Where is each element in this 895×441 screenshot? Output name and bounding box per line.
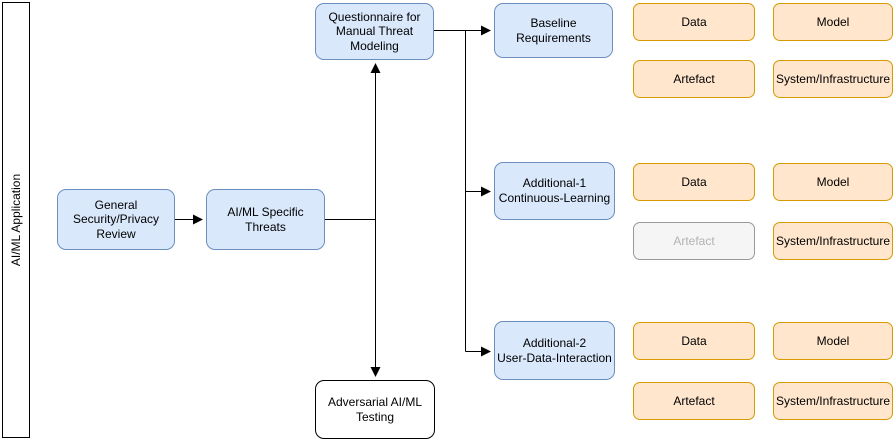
node-additional1-continuous-learning: Additional-1 Continuous-Learning: [494, 162, 615, 220]
node-general-security-privacy-review: General Security/Privacy Review: [57, 189, 175, 250]
node-label: General Security/Privacy Review: [72, 197, 160, 241]
category-label: Model: [816, 15, 850, 29]
node-label: Adversarial AI/ML Testing: [327, 394, 423, 424]
category-additional1-model: Model: [773, 163, 893, 201]
node-adversarial-aiml-testing: Adversarial AI/ML Testing: [315, 380, 435, 439]
category-label: Model: [816, 334, 850, 348]
category-additional1-system-infrastructure: System/Infrastructure: [773, 222, 893, 260]
category-additional2-model: Model: [773, 322, 893, 360]
node-label: Baseline Requirements: [516, 15, 591, 45]
category-baseline-system-infrastructure: System/Infrastructure: [773, 60, 893, 98]
category-label: Artefact: [673, 234, 715, 248]
category-label: Model: [816, 175, 850, 189]
category-label: Data: [681, 15, 707, 29]
category-label: Data: [681, 175, 707, 189]
category-additional1-artefact-inactive: Artefact: [633, 222, 755, 260]
node-baseline-requirements: Baseline Requirements: [494, 3, 613, 58]
category-baseline-model: Model: [773, 3, 893, 41]
node-questionnaire-manual-threat-modeling: Questionnaire for Manual Threat Modeling: [315, 3, 434, 60]
category-baseline-artefact: Artefact: [633, 60, 755, 98]
category-baseline-data: Data: [633, 3, 755, 41]
node-aiml-specific-threats: AI/ML Specific Threats: [206, 189, 325, 250]
category-label: System/Infrastructure: [775, 72, 891, 86]
node-label: Questionnaire for Manual Threat Modeling: [328, 9, 421, 53]
category-additional1-data: Data: [633, 163, 755, 201]
category-label: Artefact: [673, 72, 715, 86]
lane-label: AI/ML Application: [9, 173, 23, 267]
category-additional2-system-infrastructure: System/Infrastructure: [773, 382, 893, 420]
category-label: Data: [681, 334, 707, 348]
lane-aiml-application: AI/ML Application: [2, 2, 30, 438]
node-additional2-user-data-interaction: Additional-2 User-Data-Interaction: [494, 321, 615, 380]
category-additional2-artefact: Artefact: [633, 382, 755, 420]
node-label: Additional-1 Continuous-Learning: [498, 176, 611, 205]
category-additional2-data: Data: [633, 322, 755, 360]
category-label: Artefact: [673, 394, 715, 408]
category-label: System/Infrastructure: [775, 394, 891, 408]
node-label: AI/ML Specific Threats: [227, 204, 304, 234]
category-label: System/Infrastructure: [775, 234, 891, 248]
node-label: Additional-2 User-Data-Interaction: [497, 335, 612, 365]
